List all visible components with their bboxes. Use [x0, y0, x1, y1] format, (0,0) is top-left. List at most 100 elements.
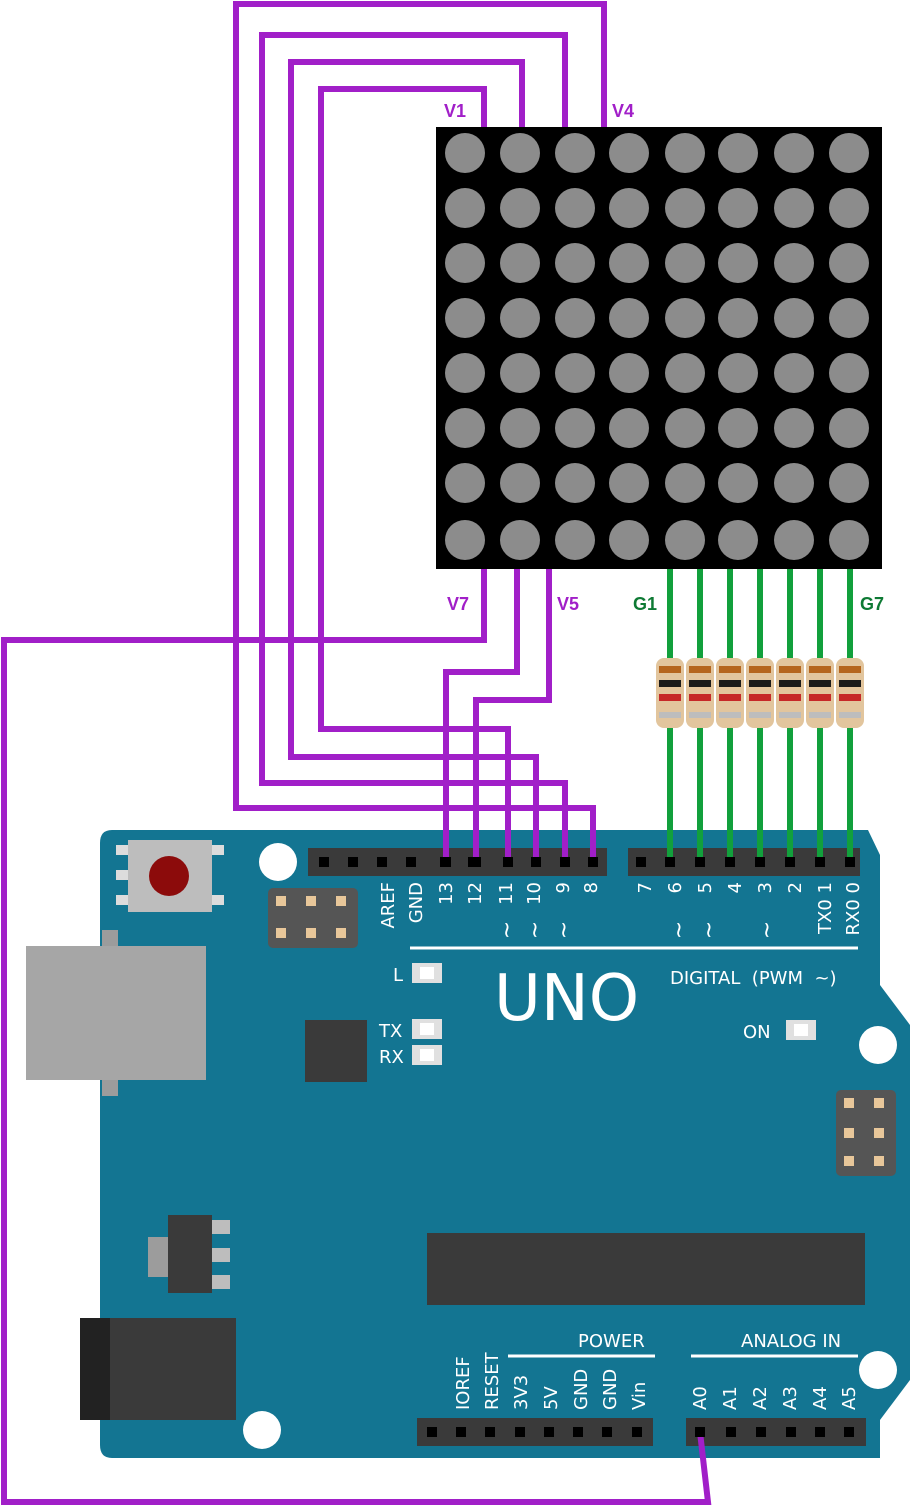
digital-pin-label: 2	[785, 882, 806, 893]
label-v7: V7	[447, 594, 469, 614]
matrix-led	[718, 188, 758, 228]
reset-button[interactable]	[149, 856, 189, 896]
matrix-led	[718, 353, 758, 393]
power-pin-label: IOREF	[453, 1356, 474, 1410]
label-v5: V5	[557, 594, 579, 614]
ground-wire-4	[746, 569, 774, 862]
led-matrix-8x8	[436, 127, 882, 569]
digital-pin-label: 11	[496, 882, 517, 905]
digital-pin-label: 10	[524, 882, 545, 905]
matrix-led	[445, 463, 485, 503]
digital-header-right	[628, 848, 860, 876]
header-pin[interactable]	[815, 1427, 825, 1437]
digital-pin-label: 4	[725, 882, 746, 893]
matrix-led	[774, 463, 814, 503]
analog-pin-label: A2	[750, 1386, 771, 1410]
matrix-led	[555, 243, 595, 283]
digital-pin-label: RX0 0	[843, 882, 864, 935]
wire-end	[503, 857, 513, 867]
header-pin[interactable]	[319, 857, 329, 867]
header-pin[interactable]	[406, 857, 416, 867]
matrix-led	[555, 353, 595, 393]
led-rx	[412, 1045, 442, 1065]
matrix-led	[500, 353, 540, 393]
resistor	[656, 658, 684, 728]
header-pin[interactable]	[602, 1427, 612, 1437]
resistor	[686, 658, 714, 728]
header-pin[interactable]	[348, 857, 358, 867]
matrix-led	[665, 408, 705, 448]
matrix-led	[665, 243, 705, 283]
header-pin[interactable]	[377, 857, 387, 867]
analog-pin-label: A4	[810, 1386, 831, 1410]
matrix-led	[555, 298, 595, 338]
led-on-label: ON	[743, 1022, 771, 1043]
resistor	[716, 658, 744, 728]
matrix-led	[445, 243, 485, 283]
pwm-mark: ~	[523, 921, 548, 939]
matrix-led	[718, 520, 758, 560]
matrix-led	[774, 188, 814, 228]
matrix-led	[500, 243, 540, 283]
matrix-led	[555, 520, 595, 560]
header-pin[interactable]	[544, 1427, 554, 1437]
wire-col-4	[318, 86, 511, 862]
arduino-uno-board: L TX RX ON UNO DIGITAL (PWM ~) POWER ANA…	[26, 830, 910, 1458]
power-pin-label: GND	[600, 1369, 621, 1410]
header-pin[interactable]	[427, 1427, 437, 1437]
header-pin[interactable]	[844, 1427, 854, 1437]
wire-end	[845, 857, 855, 867]
power-header	[417, 1418, 653, 1446]
ground-wires	[656, 569, 864, 862]
matrix-led	[829, 243, 869, 283]
digital-pin-label: 12	[465, 882, 486, 905]
matrix-led	[829, 353, 869, 393]
matrix-led	[829, 188, 869, 228]
header-pin[interactable]	[726, 1427, 736, 1437]
power-pin-label: Vin	[629, 1382, 650, 1410]
matrix-led	[665, 133, 705, 173]
ground-wire-7	[836, 569, 864, 862]
wire-end	[560, 857, 570, 867]
wire-end	[725, 857, 735, 867]
header-pin[interactable]	[485, 1427, 495, 1437]
header-pin[interactable]	[636, 857, 646, 867]
analog-pin-label: A1	[720, 1386, 741, 1410]
header-pin[interactable]	[786, 1427, 796, 1437]
digital-pin-label: AREF	[378, 882, 399, 929]
ground-wire-2	[686, 569, 714, 862]
wire-end	[815, 857, 825, 867]
matrix-led	[829, 408, 869, 448]
matrix-led	[774, 353, 814, 393]
matrix-led	[500, 188, 540, 228]
ground-wire-5	[776, 569, 804, 862]
wire-col-3	[288, 59, 539, 862]
digital-pin-label: 9	[553, 882, 574, 893]
power-pin-label: GND	[571, 1369, 592, 1410]
header-pin[interactable]	[756, 1427, 766, 1437]
microcontroller-chip	[427, 1233, 865, 1305]
led-tx-label: TX	[378, 1021, 402, 1042]
label-g1: G1	[633, 594, 657, 614]
header-pin[interactable]	[573, 1427, 583, 1437]
matrix-led	[829, 463, 869, 503]
header-pin[interactable]	[515, 1427, 525, 1437]
matrix-led	[718, 243, 758, 283]
matrix-led	[609, 463, 649, 503]
matrix-led	[609, 298, 649, 338]
matrix-led	[500, 463, 540, 503]
analog-pin-label: A0	[690, 1386, 711, 1410]
wire-col-6	[443, 569, 520, 862]
signal-wires	[1, 1, 712, 1505]
led-tx	[412, 1019, 442, 1039]
mounting-hole	[259, 843, 297, 881]
matrix-led	[774, 133, 814, 173]
matrix-led	[829, 133, 869, 173]
wire-v1	[233, 1, 607, 862]
header-pin[interactable]	[632, 1427, 642, 1437]
wire-end	[695, 1427, 705, 1437]
header-pin[interactable]	[456, 1427, 466, 1437]
matrix-led	[555, 133, 595, 173]
digital-pin-label: GND	[406, 882, 427, 923]
